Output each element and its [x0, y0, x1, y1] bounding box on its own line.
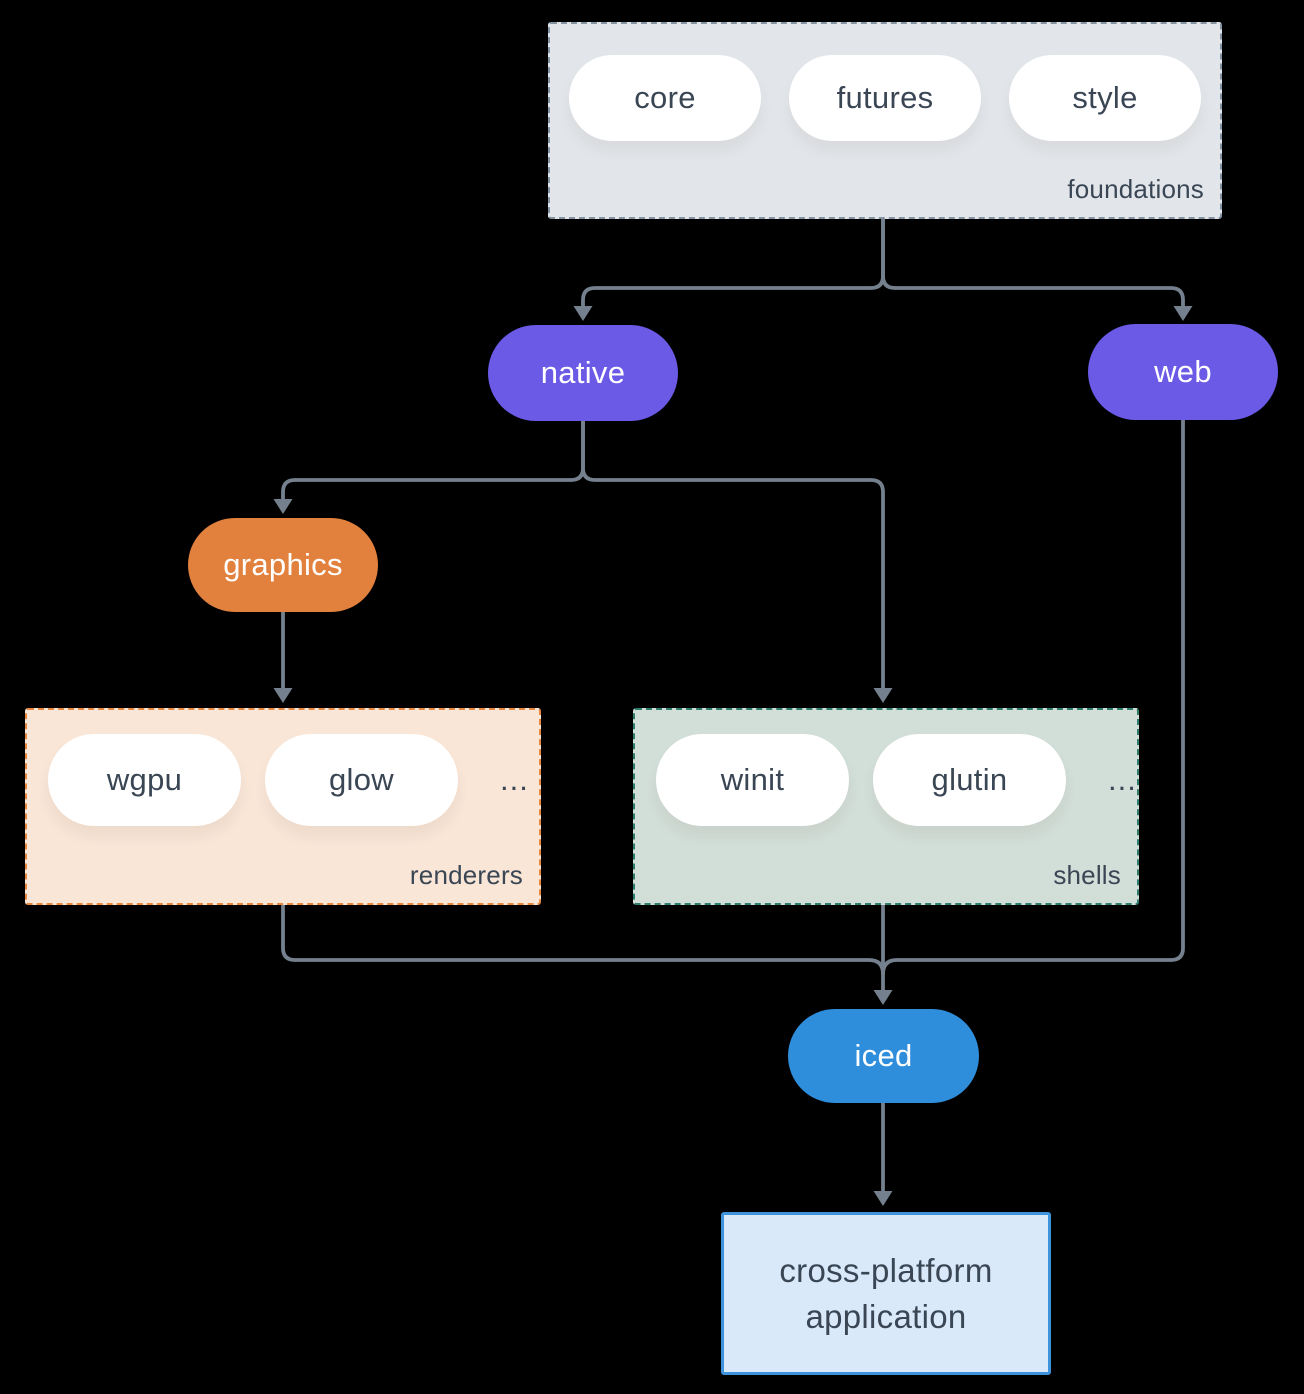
node-iced: iced: [788, 1009, 979, 1103]
renderers-pill-row: wgpu glow ...: [48, 734, 529, 826]
node-native-label: native: [540, 355, 626, 390]
arrowhead-renderers: [273, 688, 293, 703]
node-native: native: [488, 325, 678, 421]
node-iced-label: iced: [854, 1038, 913, 1073]
connector-renderers-to-iced: [281, 899, 885, 976]
arrowhead-shells: [873, 688, 893, 703]
shells-group-label: shells: [1053, 860, 1121, 890]
arrowhead-native: [573, 306, 593, 321]
shells-ellipsis: ...: [1108, 762, 1137, 797]
connector-foundations-to-native: [581, 212, 885, 308]
node-graphics: graphics: [188, 518, 378, 612]
shells-pill-row: winit glutin ...: [656, 734, 1137, 826]
arrowhead-graphics: [273, 499, 293, 514]
pill-futures-label: futures: [836, 80, 934, 115]
pill-core-label: core: [634, 80, 696, 115]
renderers-group-box: wgpu glow ... renderers: [25, 708, 541, 905]
cross-platform-application-box: cross-platform application: [721, 1212, 1051, 1375]
arrowhead-iced: [873, 990, 893, 1005]
foundations-pill-row: core futures style: [569, 55, 1201, 141]
pill-style-label: style: [1072, 80, 1138, 115]
renderers-group-label: renderers: [409, 860, 523, 890]
pill-glow: glow: [265, 734, 458, 826]
pill-winit-label: winit: [720, 762, 785, 797]
pill-style: style: [1009, 55, 1201, 141]
foundations-group-box: core futures style foundations: [548, 22, 1222, 219]
application-label-line1: cross-platform: [779, 1251, 993, 1289]
node-graphics-label: graphics: [223, 547, 343, 582]
foundations-group-label: foundations: [1067, 174, 1204, 204]
pill-wgpu: wgpu: [48, 734, 241, 826]
node-web: web: [1088, 324, 1278, 420]
pill-wgpu-label: wgpu: [106, 762, 183, 797]
arrowhead-application: [873, 1191, 893, 1206]
pill-glutin: glutin: [873, 734, 1066, 826]
node-web-label: web: [1154, 354, 1212, 389]
pill-glutin-label: glutin: [931, 762, 1008, 797]
connector-native-to-graphics: [281, 419, 585, 501]
renderers-ellipsis: ...: [500, 762, 529, 797]
pill-winit: winit: [656, 734, 849, 826]
connector-native-to-shells: [581, 419, 885, 690]
pill-glow-label: glow: [329, 762, 394, 797]
pill-core: core: [569, 55, 761, 141]
shells-group-box: winit glutin ... shells: [633, 708, 1139, 905]
connector-foundations-to-web: [881, 212, 1185, 308]
arrowhead-web: [1173, 306, 1193, 321]
application-label-line2: application: [805, 1297, 967, 1335]
pill-futures: futures: [789, 55, 981, 141]
